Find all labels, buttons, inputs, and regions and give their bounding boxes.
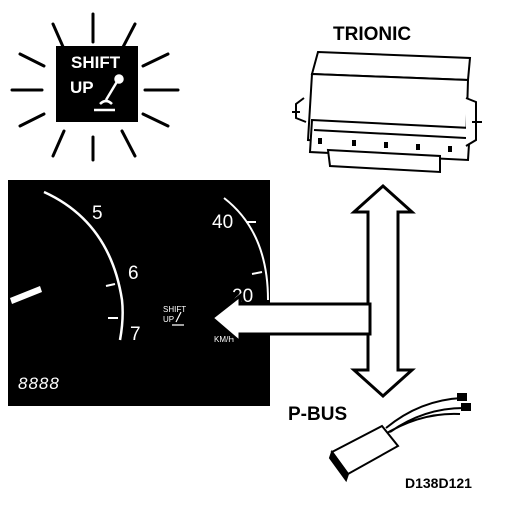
tach-mark-5: 5	[92, 203, 103, 224]
speedo-scale-arc	[223, 197, 269, 301]
ecu-front	[308, 118, 472, 162]
bidirectional-arrow	[350, 183, 416, 399]
connector-face	[328, 449, 350, 483]
indicator-text-shift: SHIFT	[163, 305, 186, 314]
trionic-ecu	[292, 50, 482, 174]
speedo-mark-40: 40	[212, 212, 233, 233]
gear-lever-icon	[94, 74, 124, 112]
bus-wires	[381, 397, 465, 437]
ecu-pins	[318, 138, 452, 152]
ecu-mount-left	[295, 97, 307, 123]
signal-arrow-to-cluster	[209, 292, 372, 346]
indicator-lever-icon	[172, 311, 184, 326]
shift-up-lamp: SHIFT UP	[10, 12, 180, 162]
p-bus-connector	[328, 393, 471, 483]
odometer-display: 8888	[18, 374, 60, 393]
wire-terminal-2	[461, 403, 471, 411]
instrument-cluster: 5 6 7 8888 40 20 KM/H SHIFT UP	[8, 180, 270, 406]
lamp-text-up: UP	[70, 78, 94, 97]
ecu-connector	[326, 148, 441, 174]
tach-scale-arc	[43, 190, 124, 341]
cluster-panel	[8, 180, 270, 406]
speedo-unit: KM/H	[214, 335, 234, 344]
bus-label: P-BUS	[288, 404, 347, 425]
indicator-text-up: UP	[163, 315, 174, 324]
light-rays	[10, 12, 180, 162]
wire-terminal-1	[457, 393, 467, 401]
ecu-label: TRIONIC	[333, 24, 411, 45]
tachometer: 5 6 7 8888	[10, 190, 141, 393]
lamp-text-shift: SHIFT	[71, 53, 121, 72]
tach-mark-7: 7	[130, 324, 141, 345]
cluster-shift-up-indicator: SHIFT UP	[163, 305, 186, 326]
figure-code: D138D121	[405, 475, 472, 491]
tach-mark-6: 6	[128, 263, 139, 284]
tach-needle	[10, 286, 42, 304]
